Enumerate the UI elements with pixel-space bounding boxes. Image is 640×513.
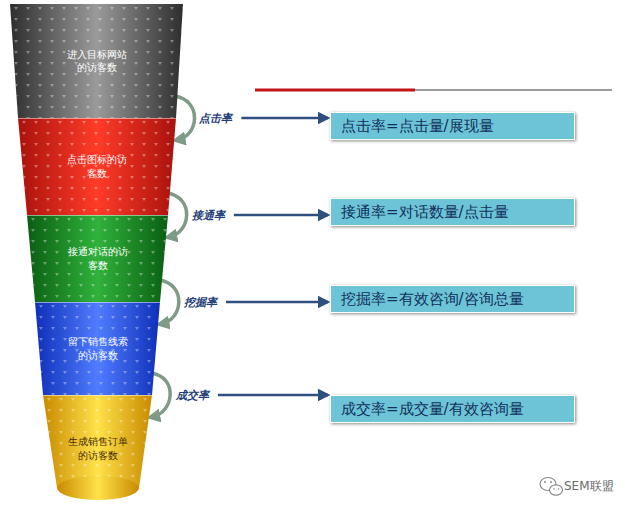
band-fill (10, 4, 183, 118)
band-fill (27, 215, 168, 302)
band-label: 生成销售订单的访客数 (67, 435, 129, 462)
pointer-arrow (241, 117, 328, 120)
cycle-arrow (151, 373, 170, 417)
band-label: 接通对话的访客数 (67, 245, 129, 272)
wechat-icon (540, 478, 563, 496)
funnel-band: 接通对话的访客数 (27, 215, 168, 302)
rate-label: 点击率 (198, 111, 233, 126)
band-fill (35, 302, 160, 395)
band-label: 进入目标网站的访客数 (66, 48, 128, 75)
funnel-band-shape (18, 118, 176, 215)
formula-box: 接通率=对话数量/点击量 (330, 198, 575, 226)
band-fill (18, 118, 176, 215)
cycle-arrow (167, 193, 187, 237)
rate-label: 挖掘率 (183, 295, 218, 310)
cycle-arrow (159, 280, 179, 324)
formula-text: 点击率=点击量/展现量 (341, 117, 494, 136)
band-edge (43, 395, 152, 396)
formula-text: 接通率=对话数量/点击量 (341, 203, 509, 222)
funnel-band-shape (35, 302, 160, 395)
band-fill (35, 302, 160, 395)
formula-box: 挖掘率=有效咨询/咨询总量 (330, 285, 575, 313)
formula-box: 成交率=成交量/有效咨询量 (330, 395, 575, 423)
formula-box: 点击率=点击量/展现量 (330, 112, 575, 140)
funnel-band: 点击图标的访客数 (18, 118, 176, 215)
accent-line (255, 89, 415, 92)
funnel-band-shape (43, 395, 152, 502)
pointer-arrow (234, 214, 328, 217)
watermark: SEM联盟 (564, 478, 614, 495)
funnel-band: 进入目标网站的访客数 (10, 4, 183, 118)
formula-text: 成交率=成交量/有效咨询量 (341, 400, 524, 419)
rate-label: 接通率 (191, 208, 226, 223)
rate-label: 成交率 (175, 388, 210, 403)
band-edge (27, 215, 168, 216)
funnel-band: 留下销售线索的访客数 (35, 302, 160, 395)
band-fill (10, 4, 183, 118)
band-fill (43, 395, 152, 488)
band-label: 留下销售线索的访客数 (67, 335, 129, 362)
formula-text: 挖掘率=有效咨询/咨询总量 (341, 290, 524, 309)
funnel-bottom (57, 476, 139, 500)
band-fill (27, 215, 168, 302)
band-edge (35, 302, 160, 303)
pointer-arrow (226, 301, 328, 304)
band-fill (18, 118, 176, 215)
band-fill (43, 395, 152, 488)
funnel-band: 生成销售订单的访客数 (43, 395, 152, 502)
accent-line (415, 90, 612, 91)
funnel-band-shape (10, 4, 183, 118)
band-edge (18, 118, 176, 119)
funnel-band-shape (27, 215, 168, 302)
cycle-arrow (174, 96, 194, 140)
pointer-arrow (218, 394, 328, 397)
band-label: 点击图标的访客数 (66, 153, 128, 180)
